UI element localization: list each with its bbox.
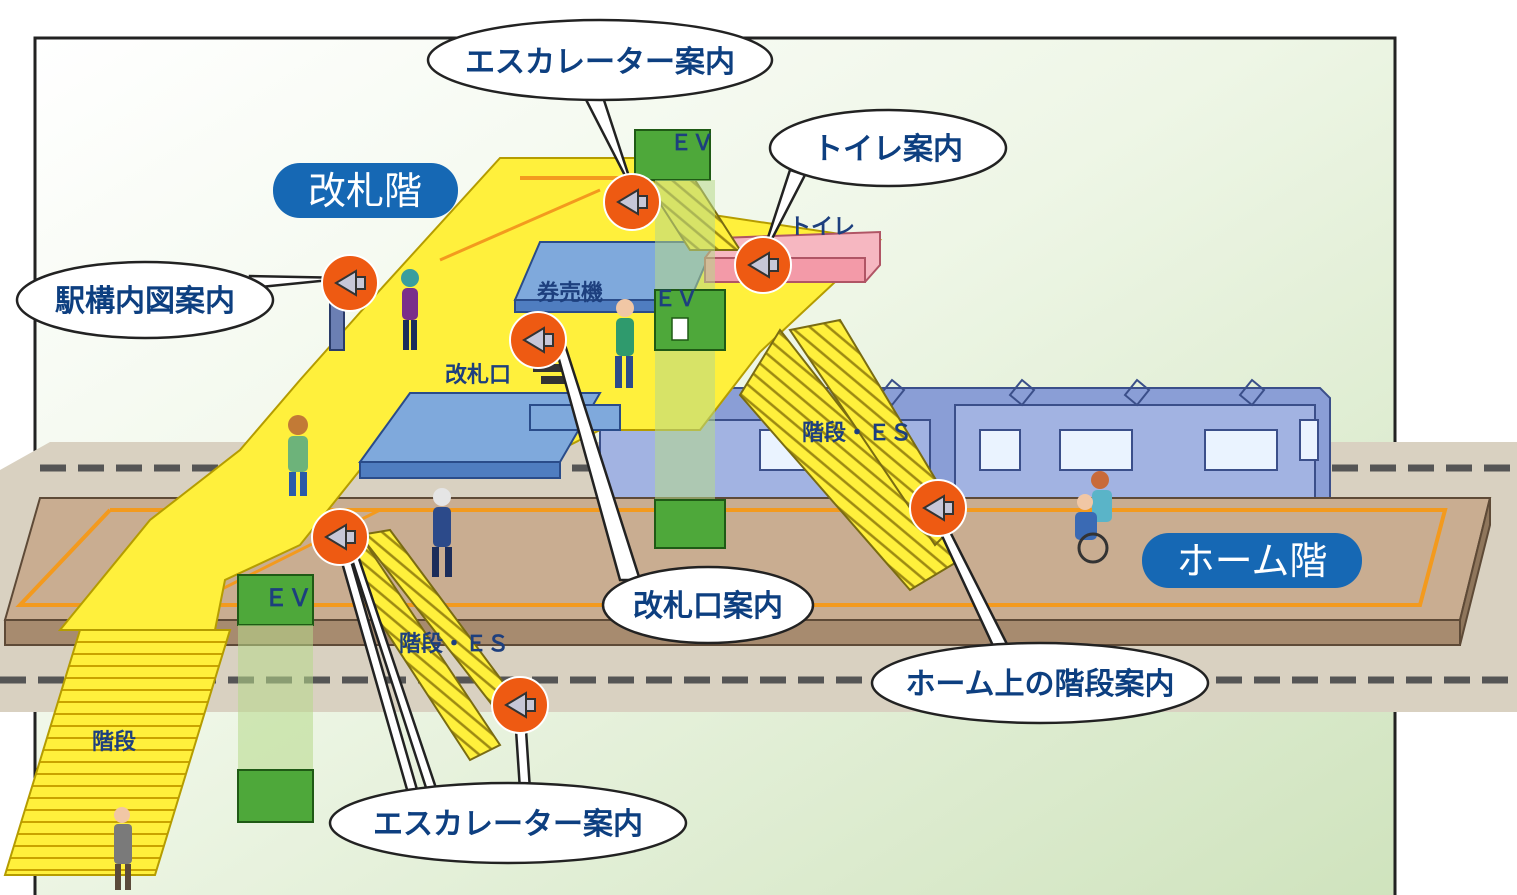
- label-ev-top: ＥＶ: [670, 131, 714, 156]
- speakers: [311, 173, 967, 734]
- person-icon: [615, 299, 634, 388]
- person-icon: [288, 415, 308, 496]
- stairs: [3, 179, 962, 876]
- label-ticket-machine: 券売機: [536, 280, 603, 306]
- label-stairs: 階段: [92, 729, 136, 755]
- callout-toilet: トイレ案内: [813, 132, 963, 167]
- label-stairs-es-right: 階段・ＥＳ: [802, 420, 912, 446]
- speaker-icon: [909, 479, 967, 537]
- speaker-icon: [603, 173, 661, 231]
- person-icon: [432, 488, 452, 577]
- callout-pointers: [248, 86, 1013, 802]
- callout-platform-stairs: ホーム上の階段案内: [905, 667, 1174, 702]
- platform-floor-label: ホーム階: [1177, 539, 1328, 583]
- person-icon: [401, 269, 419, 350]
- people: [114, 269, 1112, 890]
- concourse-floor-label: 改札階: [308, 169, 422, 213]
- speaker-icon: [509, 311, 567, 369]
- wheelchair-icon: [1075, 471, 1112, 564]
- floor-badges: [273, 163, 1362, 588]
- platform-floor-badge: [1142, 533, 1362, 588]
- person-icon: [114, 807, 132, 890]
- label-toilet: トイレ: [789, 215, 855, 240]
- label-ticket-gate: 改札口: [445, 362, 511, 388]
- speaker-icon: [491, 676, 549, 734]
- concourse-floor-badge: [273, 163, 458, 218]
- speaker-icon: [321, 254, 379, 312]
- label-ev-mid: ＥＶ: [654, 287, 698, 312]
- callout-escalator-top: エスカレーター案内: [465, 45, 735, 80]
- callout-escalator-bottom: エスカレーター案内: [373, 807, 643, 842]
- callout-ticket-gate: 改札口案内: [633, 589, 783, 624]
- label-ev-bottom: ＥＶ: [264, 584, 312, 612]
- label-stairs-es-left: 階段・ＥＳ: [399, 631, 509, 657]
- speaker-icon: [734, 236, 792, 294]
- speaker-icon: [311, 508, 369, 566]
- callout-station-map: 駅構内図案内: [55, 284, 235, 319]
- callout-bubbles: [15, 18, 1210, 865]
